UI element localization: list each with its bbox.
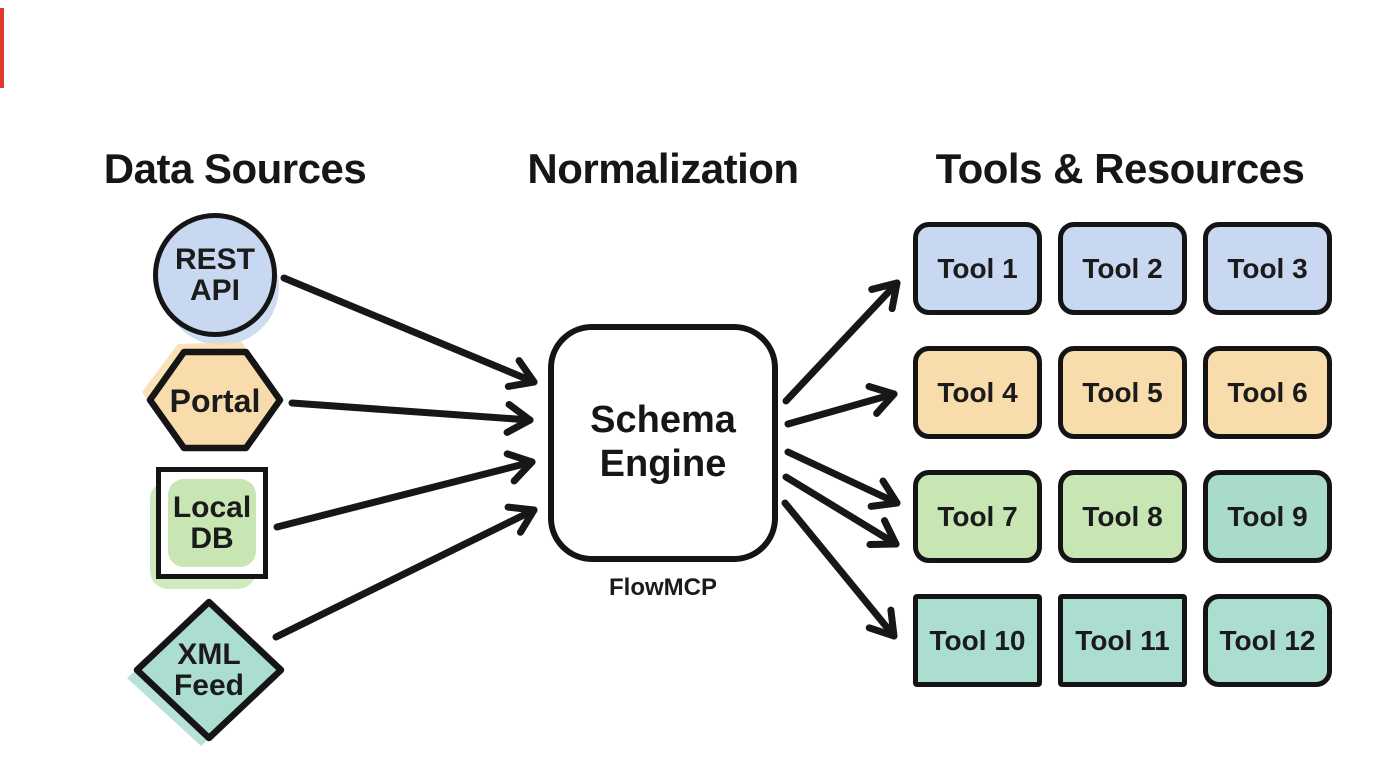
flowmcp-caption: FlowMCP (609, 574, 717, 601)
source-xml-feed: XML Feed (127, 598, 285, 746)
tool-4: Tool 4 (913, 346, 1042, 439)
schema-engine-node: Schema Engine (548, 324, 778, 562)
arrow-engine-to-tool-row2 (784, 383, 898, 428)
arrow-portal-to-engine (288, 399, 534, 436)
arrow-local-db-to-engine (273, 450, 536, 531)
heading-tools-resources: Tools & Resources (935, 145, 1305, 192)
portal-label: Portal (169, 382, 261, 419)
tool-6: Tool 6 (1203, 346, 1332, 439)
tool-7: Tool 7 (913, 470, 1042, 563)
arrow-rest-api-to-engine (280, 274, 538, 390)
source-rest-api: REST API (153, 213, 279, 345)
heading-normalization: Normalization (527, 145, 799, 192)
xml-feed-label: XML Feed (173, 637, 245, 702)
rest-api-label: REST API (174, 242, 255, 307)
tool-10: Tool 10 (913, 594, 1042, 687)
tools-grid: Tool 1 Tool 2 Tool 3 Tool 4 Tool 5 Tool … (913, 222, 1332, 687)
portal-hexagon-body (146, 348, 284, 452)
local-db-square-icon (156, 467, 268, 579)
tool-9: Tool 9 (1203, 470, 1332, 563)
portal-hexagon-icon (142, 342, 284, 452)
tool-12: Tool 12 (1203, 594, 1332, 687)
tool-1: Tool 1 (913, 222, 1042, 315)
arrow-engine-to-tool-row4 (781, 499, 898, 640)
tool-8: Tool 8 (1058, 470, 1187, 563)
xml-feed-diamond-body (133, 598, 285, 742)
arrow-engine-to-tool-row3b (782, 473, 900, 549)
tool-3: Tool 3 (1203, 222, 1332, 315)
xml-feed-diamond-icon (127, 598, 285, 746)
arrow-engine-to-tool-row3a (784, 448, 901, 510)
tool-11: Tool 11 (1058, 594, 1187, 687)
arrow-xml-feed-to-engine (272, 503, 538, 641)
red-edge-mark (0, 8, 4, 88)
schema-engine-label: Schema Engine (590, 399, 736, 485)
heading-data-sources: Data Sources (103, 145, 367, 192)
local-db-fill (168, 479, 256, 567)
source-local-db: Local DB (150, 467, 268, 589)
arrow-engine-to-tool-row1 (782, 279, 901, 405)
local-db-label: Local DB (172, 490, 252, 555)
tool-5: Tool 5 (1058, 346, 1187, 439)
source-portal: Portal (142, 342, 284, 456)
rest-api-circle-icon (153, 213, 277, 337)
tool-2: Tool 2 (1058, 222, 1187, 315)
